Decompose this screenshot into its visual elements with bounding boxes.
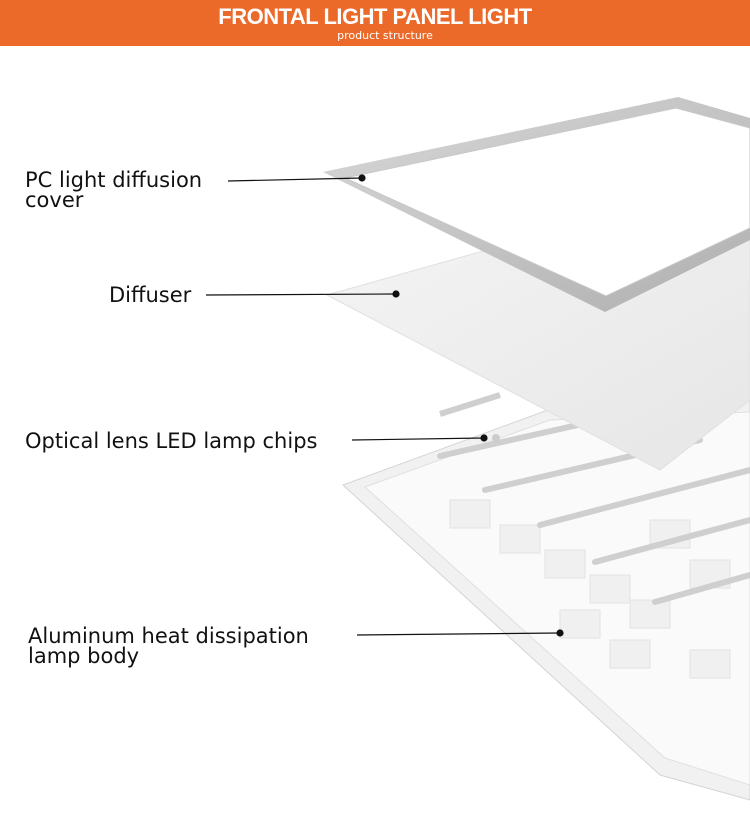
label-diffuser: Diffuser [109, 283, 192, 307]
label-line: Aluminum heat dissipation [28, 624, 309, 648]
label-line: lamp body [28, 644, 140, 668]
header-banner: FRONTAL LIGHT PANEL LIGHT product struct… [0, 0, 750, 46]
label-line: Diffuser [109, 283, 192, 307]
label-line: Optical lens LED lamp chips [25, 429, 318, 453]
exploded-panel-diagram [205, 97, 750, 801]
page-title: FRONTAL LIGHT PANEL LIGHT [218, 4, 532, 29]
label-line: cover [25, 188, 84, 212]
label-led-chips: Optical lens LED lamp chips [25, 429, 318, 453]
label-line: PC light diffusion [25, 168, 203, 192]
page-subtitle: product structure [337, 29, 433, 42]
pc-cover-frame [323, 97, 750, 312]
aluminum-lamp-body [342, 399, 750, 801]
label-lamp-body: Aluminum heat dissipation lamp body [28, 624, 309, 668]
leader-lines [205, 174, 564, 637]
led-strip [439, 392, 501, 442]
label-pc-cover: PC light diffusion cover [25, 168, 203, 212]
